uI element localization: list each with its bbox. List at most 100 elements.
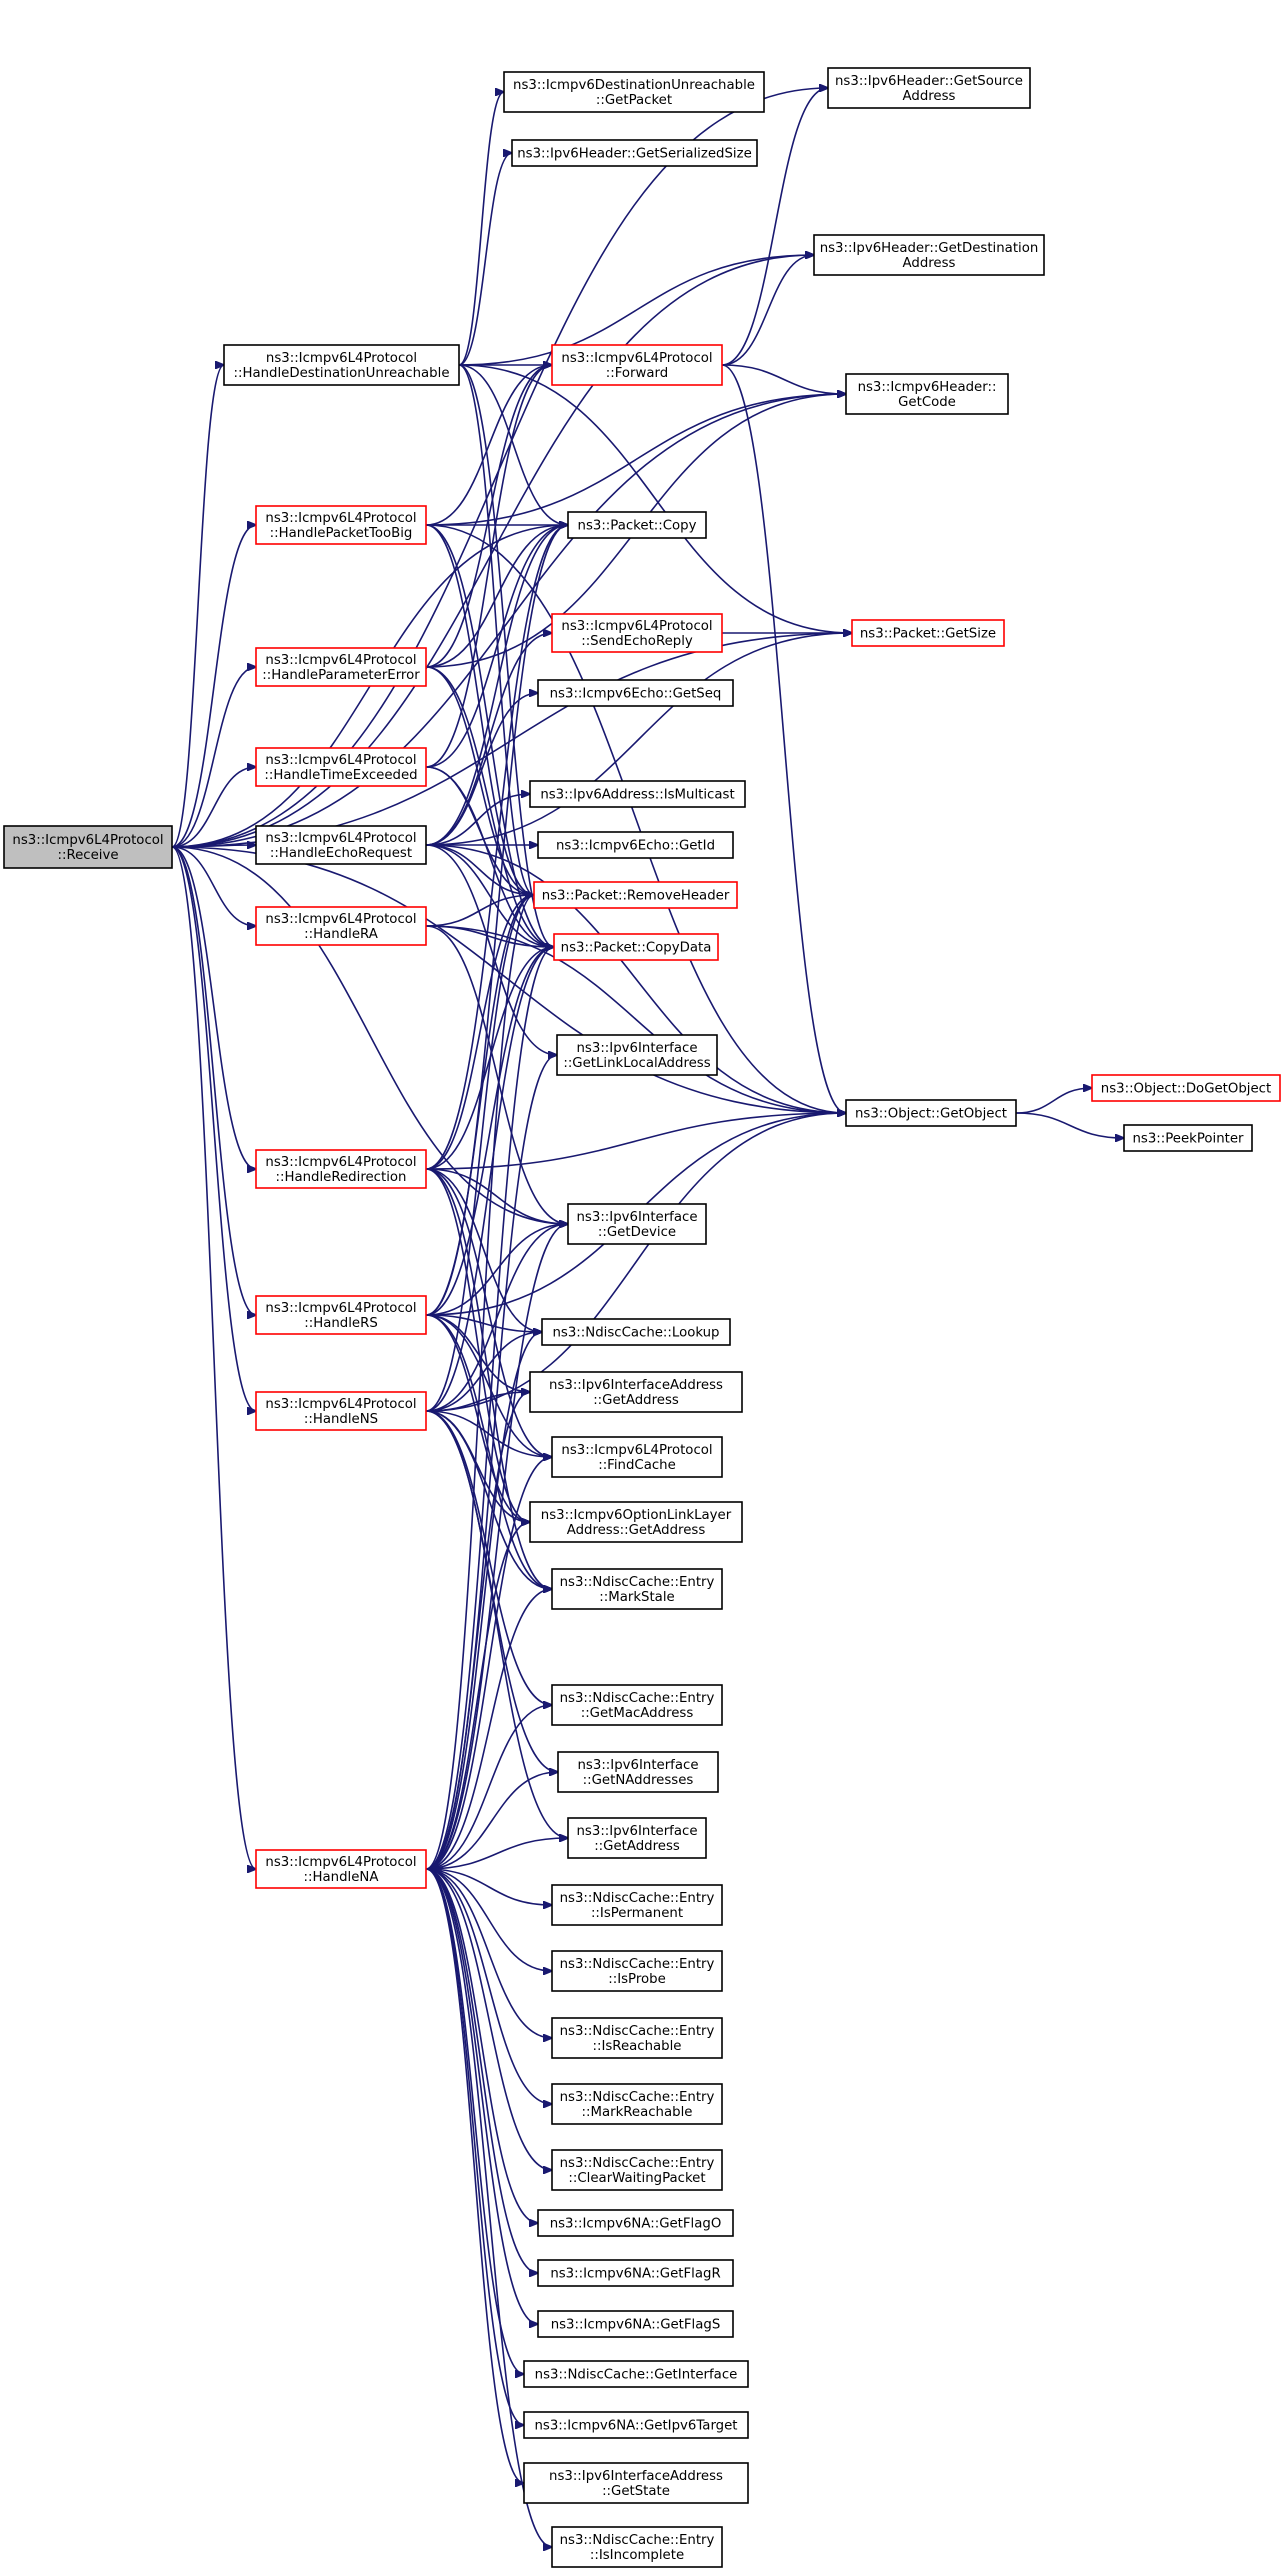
node-label-line: ns3::Ipv6Interface	[577, 1824, 698, 1839]
edge-handleNA-to-removeHeader	[425, 895, 534, 1870]
node-ipv6HdrSerSize[interactable]: ns3::Ipv6Header::GetSerializedSize	[511, 139, 758, 167]
node-handleRA[interactable]: ns3::Icmpv6L4Protocol::HandleRA	[255, 906, 427, 946]
edge-handlePacketTooBig-to-objectGetObject	[425, 524, 846, 1113]
node-naGetFlagS[interactable]: ns3::Icmpv6NA::GetFlagS	[537, 2310, 734, 2338]
node-ifaceGetNAddr[interactable]: ns3::Ipv6Interface::GetNAddresses	[557, 1751, 719, 1793]
node-label-line: ns3::Icmpv6NA::GetFlagS	[551, 2318, 721, 2333]
node-box	[556, 1034, 718, 1076]
node-label-line: ::HandleDestinationUnreachable	[233, 366, 449, 381]
node-label-line: ::MarkStale	[599, 1590, 674, 1605]
node-ifaceAddrGetAddress[interactable]: ns3::Ipv6InterfaceAddress::GetAddress	[529, 1371, 743, 1413]
node-label-line: ns3::Icmpv6NA::GetIpv6Target	[534, 2419, 737, 2434]
node-echoGetSeq[interactable]: ns3::Icmpv6Echo::GetSeq	[537, 679, 734, 707]
node-findCache[interactable]: ns3::Icmpv6L4Protocol::FindCache	[551, 1436, 723, 1478]
edge-handleNA-to-naGetTarget	[425, 1868, 524, 2425]
node-echoGetId[interactable]: ns3::Icmpv6Echo::GetId	[537, 831, 734, 859]
node-handleTimeExceeded[interactable]: ns3::Icmpv6L4Protocol::HandleTimeExceede…	[255, 747, 427, 787]
edge-receive-to-handleNS	[171, 846, 256, 1411]
node-box	[523, 2360, 749, 2388]
node-entryMarkStale[interactable]: ns3::NdiscCache::Entry::MarkStale	[551, 1568, 723, 1610]
node-ndiscGetInterface[interactable]: ns3::NdiscCache::GetInterface	[523, 2360, 749, 2388]
node-entryGetMac[interactable]: ns3::NdiscCache::Entry::GetMacAddress	[551, 1684, 723, 1726]
node-entryIsIncomplete[interactable]: ns3::NdiscCache::Entry::IsIncomplete	[551, 2526, 723, 2568]
edge-handleRedirection-to-objectGetObject	[425, 1113, 846, 1170]
node-label-line: ns3::NdiscCache::Entry	[560, 1691, 715, 1706]
node-label-line: ns3::Object::GetObject	[855, 1107, 1007, 1122]
node-icmpHdrGetCode[interactable]: ns3::Icmpv6Header::GetCode	[845, 373, 1009, 415]
node-label-line: Address::GetAddress	[567, 1523, 706, 1538]
edge-handleParamError-to-removeHeader	[425, 666, 534, 895]
node-getLinkLocal[interactable]: ns3::Ipv6Interface::GetLinkLocalAddress	[556, 1034, 718, 1076]
node-peekPointer[interactable]: ns3::PeekPointer	[1123, 1124, 1253, 1152]
edge-handleNA-to-entryGetMac	[425, 1705, 552, 1870]
node-label-line: ns3::Icmpv6L4Protocol	[265, 831, 416, 846]
node-handleRS[interactable]: ns3::Icmpv6L4Protocol::HandleRS	[255, 1295, 427, 1335]
node-label-line: ::Receive	[57, 848, 118, 863]
node-copyData[interactable]: ns3::Packet::CopyData	[553, 933, 719, 961]
node-label-line: ns3::Ipv6Interface	[577, 1210, 698, 1225]
edge-handleRedirection-to-entryMarkStale	[425, 1168, 552, 1589]
node-optLinkLayerAddr[interactable]: ns3::Icmpv6OptionLinkLayerAddress::GetAd…	[529, 1501, 743, 1543]
node-label-line: ::MarkReachable	[582, 2105, 693, 2120]
node-objectDoGetObject[interactable]: ns3::Object::DoGetObject	[1091, 1074, 1281, 1102]
node-ifaceGetAddress[interactable]: ns3::Ipv6Interface::GetAddress	[567, 1817, 707, 1859]
node-label-line: ns3::Ipv6Header::GetSource	[835, 74, 1023, 89]
node-naGetFlagO[interactable]: ns3::Icmpv6NA::GetFlagO	[537, 2209, 734, 2237]
node-box	[845, 373, 1009, 415]
node-packetGetSize[interactable]: ns3::Packet::GetSize	[851, 619, 1005, 647]
edge-forward-to-ipv6HdrGetSource	[721, 88, 828, 366]
edge-handlePacketTooBig-to-forward	[425, 365, 552, 526]
node-label-line: ::ClearWaitingPacket	[568, 2171, 705, 2186]
node-ifaceAddrGetState[interactable]: ns3::Ipv6InterfaceAddress::GetState	[523, 2462, 749, 2504]
edge-handleRedirection-to-ndiscLookup	[425, 1168, 542, 1332]
edge-handleRedirection-to-findCache	[425, 1168, 552, 1457]
node-label-line: ns3::Icmpv6L4Protocol	[561, 351, 712, 366]
node-receive[interactable]: ns3::Icmpv6L4Protocol::Receive	[3, 825, 173, 869]
node-label-line: ns3::Icmpv6L4Protocol	[12, 833, 163, 848]
node-handleRedirection[interactable]: ns3::Icmpv6L4Protocol::HandleRedirection	[255, 1149, 427, 1189]
node-ifaceGetDevice[interactable]: ns3::Ipv6Interface::GetDevice	[567, 1203, 707, 1245]
node-naGetTarget[interactable]: ns3::Icmpv6NA::GetIpv6Target	[523, 2411, 749, 2439]
node-removeHeader[interactable]: ns3::Packet::RemoveHeader	[533, 881, 738, 909]
node-handleNS[interactable]: ns3::Icmpv6L4Protocol::HandleNS	[255, 1391, 427, 1431]
node-box	[551, 613, 723, 653]
node-handleParamError[interactable]: ns3::Icmpv6L4Protocol::HandleParameterEr…	[255, 647, 427, 687]
node-label-line: ::HandleRS	[304, 1316, 378, 1331]
node-entryIsReachable[interactable]: ns3::NdiscCache::Entry::IsReachable	[551, 2017, 723, 2059]
node-label-line: ns3::Icmpv6L4Protocol	[265, 753, 416, 768]
node-forward[interactable]: ns3::Icmpv6L4Protocol::Forward	[551, 344, 723, 386]
node-box	[537, 2310, 734, 2338]
node-label-line: ns3::Packet::RemoveHeader	[542, 889, 730, 904]
edge-receive-to-handleDestUnreach	[171, 365, 224, 848]
edge-receive-to-ifaceGetDevice	[171, 846, 568, 1224]
edge-receive-to-ipv6HdrGetDest	[171, 255, 814, 848]
node-box	[551, 1884, 723, 1926]
node-entryIsProbe[interactable]: ns3::NdiscCache::Entry::IsProbe	[551, 1950, 723, 1992]
node-box	[255, 1149, 427, 1189]
node-label-line: ::GetAddress	[593, 1393, 679, 1408]
node-handlePacketTooBig[interactable]: ns3::Icmpv6L4Protocol::HandlePacketTooBi…	[255, 505, 427, 545]
edge-handleNA-to-findCache	[425, 1457, 552, 1870]
node-ndiscLookup[interactable]: ns3::NdiscCache::Lookup	[541, 1318, 731, 1346]
node-naGetFlagR[interactable]: ns3::Icmpv6NA::GetFlagR	[537, 2259, 734, 2287]
node-entryIsPermanent[interactable]: ns3::NdiscCache::Entry::IsPermanent	[551, 1884, 723, 1926]
node-packetCopy[interactable]: ns3::Packet::Copy	[567, 511, 707, 539]
node-label-line: ns3::Icmpv6L4Protocol	[265, 1301, 416, 1316]
node-ipv6AddrIsMulticast[interactable]: ns3::Ipv6Address::IsMulticast	[529, 780, 746, 808]
node-entryMarkReachable[interactable]: ns3::NdiscCache::Entry::MarkReachable	[551, 2083, 723, 2125]
node-box	[557, 1751, 719, 1793]
node-entryClearWaiting[interactable]: ns3::NdiscCache::Entry::ClearWaitingPack…	[551, 2149, 723, 2191]
edge-handleDestUnreach-to-destUnreachGetPacket	[458, 92, 504, 366]
edge-handleDestUnreach-to-ipv6HdrSerSize	[458, 153, 512, 366]
node-handleEchoRequest[interactable]: ns3::Icmpv6L4Protocol::HandleEchoRequest	[255, 825, 427, 865]
node-handleDestUnreach[interactable]: ns3::Icmpv6L4Protocol::HandleDestination…	[223, 344, 460, 386]
node-sendEchoReply[interactable]: ns3::Icmpv6L4Protocol::SendEchoReply	[551, 613, 723, 653]
node-box	[551, 2526, 723, 2568]
node-handleNA[interactable]: ns3::Icmpv6L4Protocol::HandleNA	[255, 1849, 427, 1889]
node-label-line: ns3::Icmpv6L4Protocol	[266, 351, 417, 366]
node-objectGetObject[interactable]: ns3::Object::GetObject	[845, 1099, 1017, 1127]
edge-forward-to-objectGetObject	[721, 364, 846, 1113]
node-destUnreachGetPacket[interactable]: ns3::Icmpv6DestinationUnreachable::GetPa…	[503, 71, 765, 113]
